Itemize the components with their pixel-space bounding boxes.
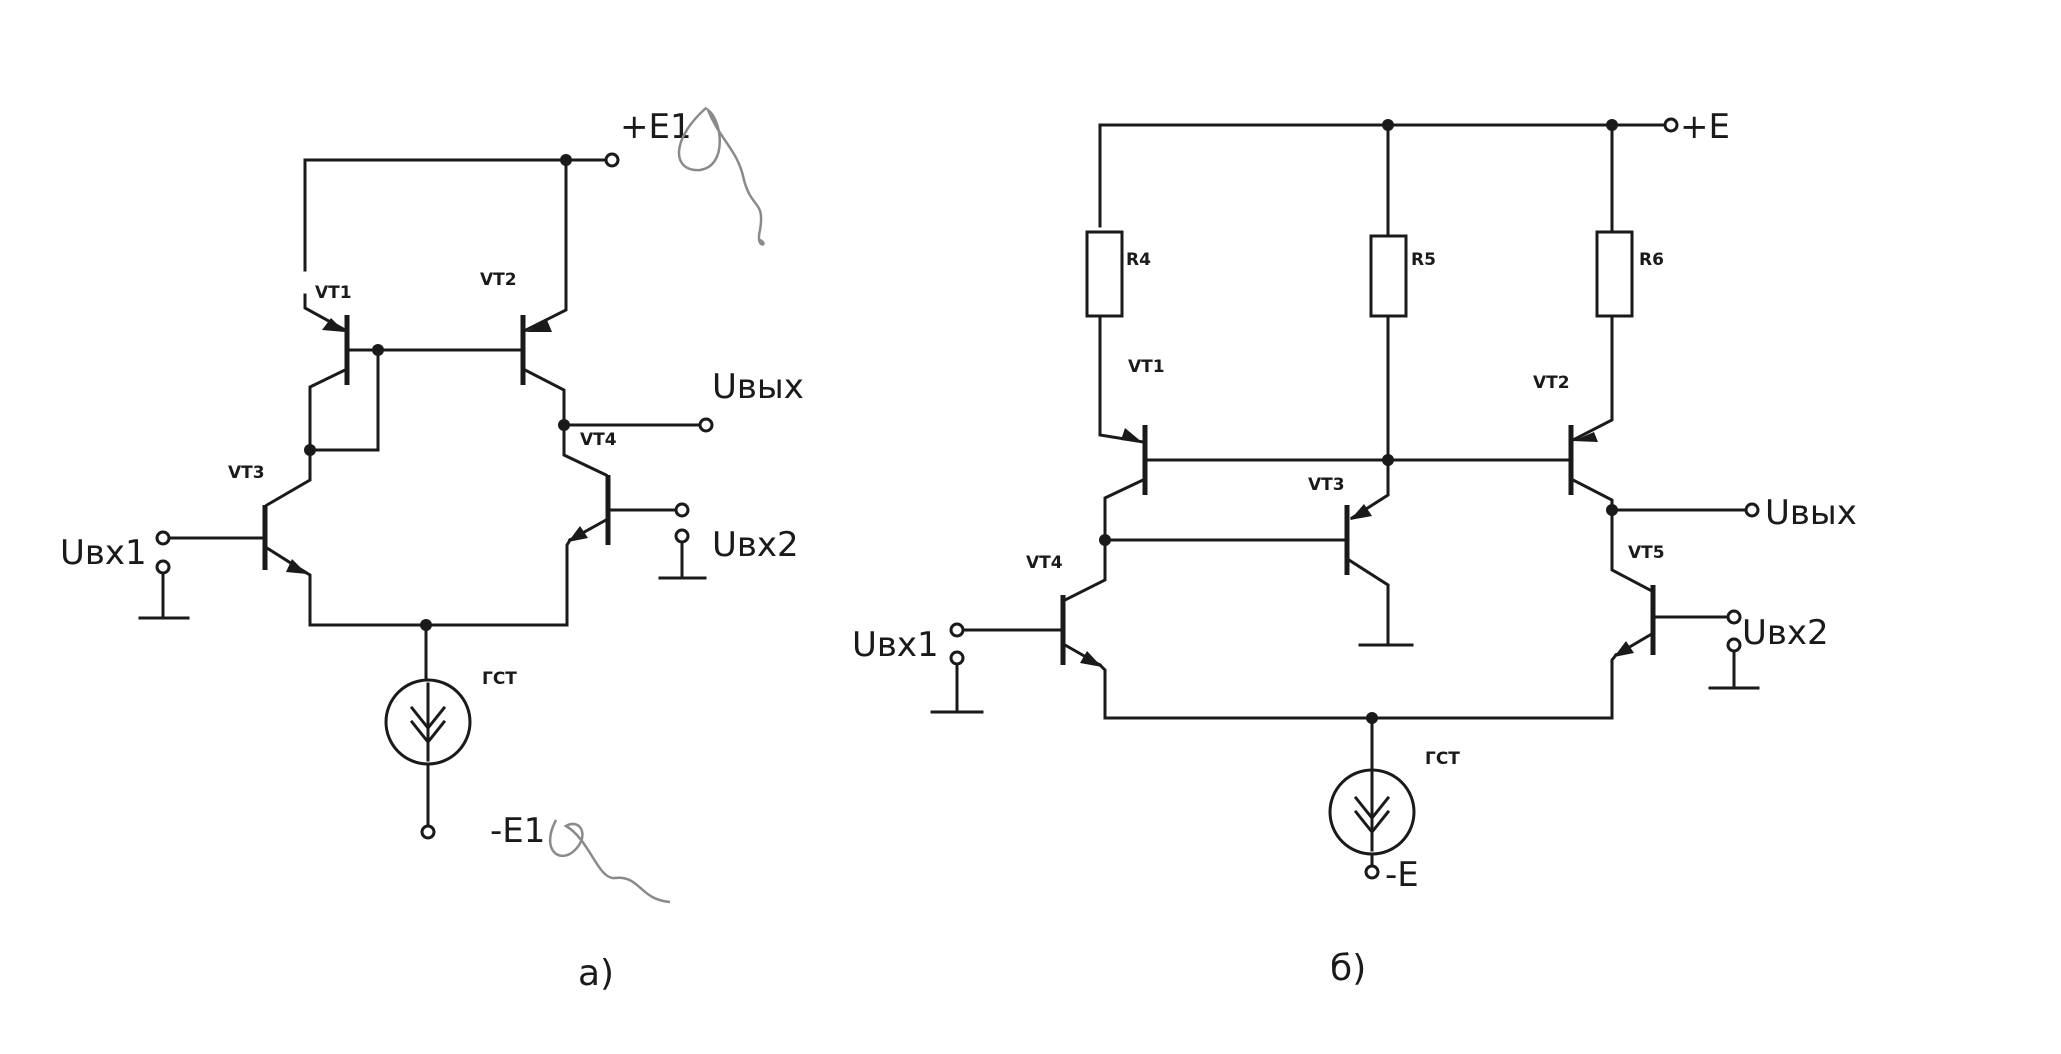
label-uvx1-a: Uвх1 <box>60 533 147 573</box>
label-gst-b: ГСТ <box>1425 749 1460 769</box>
transistor-vt1 <box>303 293 380 452</box>
transistor-vt4-b <box>958 538 1107 720</box>
resistor-r6 <box>1595 230 1634 318</box>
label-r5: R5 <box>1411 250 1436 270</box>
terminal-uvx2-a[interactable] <box>674 502 690 518</box>
transistor-vt1-b <box>1103 425 1148 542</box>
terminal-minus-e1[interactable] <box>420 824 436 840</box>
pencil-scribble-bottom <box>548 819 671 904</box>
caption-b: б) <box>1330 948 1366 989</box>
terminal-uvx1-b[interactable] <box>949 622 965 638</box>
terminal-uvyx-a[interactable] <box>698 417 714 433</box>
resistor-r4 <box>1085 230 1124 318</box>
label-vt1-a: VT1 <box>315 283 352 303</box>
diagram-b: +E R4 R5 R6 VT1 VT2 VT3 Uвых <box>852 107 1857 989</box>
label-minus-e: -E <box>1385 855 1419 895</box>
terminal-uvx2-b[interactable] <box>1726 609 1742 625</box>
transistor-vt4 <box>562 423 678 627</box>
transistor-vt5-b <box>1610 508 1730 720</box>
transistor-vt2 <box>520 303 568 427</box>
diagram-a: +E1 VT1 VT2 VT3 Uвх1 Uвых <box>60 106 804 994</box>
label-plus-e: +E <box>1680 107 1730 147</box>
current-source-a <box>384 678 472 766</box>
terminal-plus-e[interactable] <box>1663 117 1679 133</box>
label-vt3-a: VT3 <box>228 463 265 483</box>
label-uvx1-b: Uвх1 <box>852 625 939 665</box>
label-vt4-b: VT4 <box>1026 553 1063 573</box>
label-vt4-a: VT4 <box>580 430 617 450</box>
label-vt3-b: VT3 <box>1308 475 1345 495</box>
label-uvyx-b: Uвых <box>1765 493 1857 533</box>
label-uvx2-b: Uвх2 <box>1742 613 1829 653</box>
label-vt2-b: VT2 <box>1533 373 1570 393</box>
label-r6: R6 <box>1639 250 1664 270</box>
label-vt1-b: VT1 <box>1128 357 1165 377</box>
terminal-uvx1-a[interactable] <box>155 530 171 546</box>
caption-a: а) <box>578 953 614 994</box>
resistor-r5 <box>1369 234 1408 318</box>
transistor-vt3 <box>168 448 312 627</box>
label-uvx2-a: Uвх2 <box>712 525 799 565</box>
terminal-plus-e1[interactable] <box>604 152 620 168</box>
label-gst-a: ГСТ <box>482 669 517 689</box>
label-vt2-a: VT2 <box>480 270 517 290</box>
label-uvyx-a: Uвых <box>712 367 804 407</box>
label-vt5-b: VT5 <box>1628 543 1665 563</box>
label-minus-e1: -E1 <box>490 811 545 851</box>
label-r4: R4 <box>1126 250 1151 270</box>
label-plus-e1: +E1 <box>620 107 692 147</box>
transistor-vt3-b <box>1103 458 1414 647</box>
pencil-scribble-top <box>677 106 765 246</box>
terminal-minus-e[interactable] <box>1364 864 1380 880</box>
supply-rail-a <box>303 152 620 307</box>
terminal-uvyx-b[interactable] <box>1744 502 1760 518</box>
current-source-b <box>1328 768 1416 856</box>
